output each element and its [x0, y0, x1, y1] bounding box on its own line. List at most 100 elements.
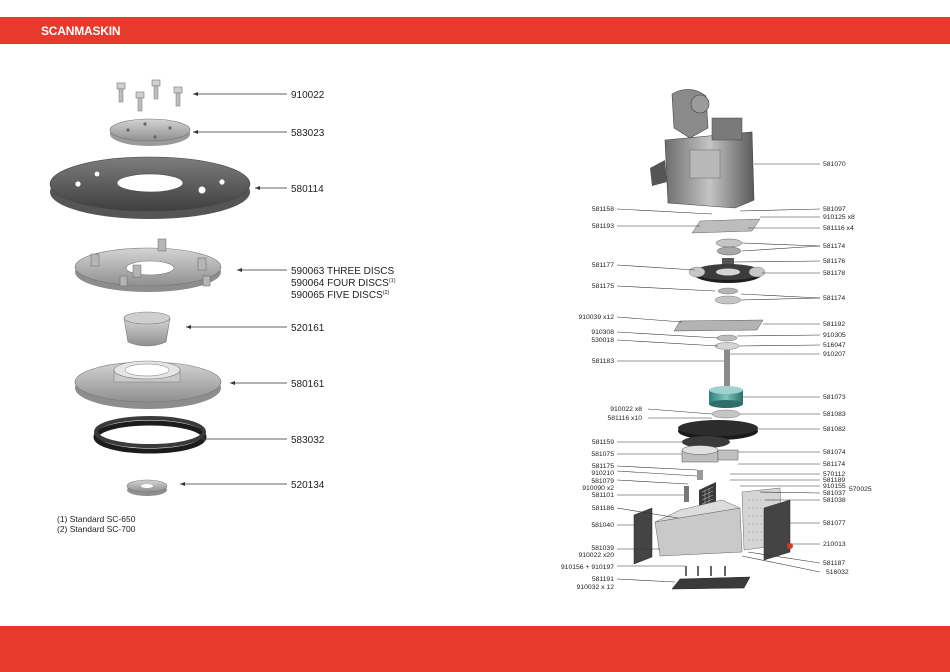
rubber-520161 — [123, 311, 171, 347]
part-label: 581079 — [591, 478, 614, 485]
part-label: 910155 — [823, 483, 846, 490]
plate-583023 — [109, 118, 191, 146]
motor-581070 — [650, 89, 755, 209]
ring-516047 — [714, 342, 740, 350]
disc-holder-590063 — [74, 238, 222, 292]
part-label: 581189 — [823, 477, 845, 484]
part-label: 581070 — [823, 161, 846, 168]
part-label: 910207 — [823, 351, 846, 358]
brand-logo: SCANMASKIN — [41, 24, 121, 38]
footnote-2: (2) Standard SC-700 — [57, 524, 136, 534]
part-label: 910032 x 12 — [577, 584, 615, 591]
gear-581178 — [688, 264, 766, 283]
part-581101 — [684, 486, 689, 502]
part-label: 581074 — [823, 449, 846, 456]
seal-910305 — [716, 334, 738, 342]
part-label: 910125 x8 — [823, 214, 855, 221]
part-label: 910090 x2 — [582, 485, 614, 492]
bearing-581174 — [715, 238, 743, 248]
plate-581083 — [711, 409, 741, 419]
part-label: 910039 x12 — [578, 314, 614, 321]
part-label: 581073 — [823, 394, 846, 401]
part-label: 581192 — [823, 321, 845, 328]
part-label: 581039 — [591, 545, 614, 552]
part-label: 590063 THREE DISCS — [291, 266, 395, 277]
part-label: 581175 — [592, 463, 614, 470]
gear-581075 — [681, 445, 739, 463]
disc-580114 — [49, 156, 251, 219]
part-label: 581191 — [592, 576, 614, 583]
bearing-581174b — [716, 246, 742, 256]
part-label: 581174 — [823, 295, 845, 302]
part-label: 910156 + 910197 — [561, 564, 614, 571]
part-label: 516032 — [826, 569, 849, 576]
part-label: 520134 — [291, 480, 325, 491]
part-label: 910022 x8 — [610, 406, 642, 413]
panel-581077 — [763, 499, 791, 561]
switch-210013 — [787, 543, 793, 549]
part-label: 581175 — [592, 283, 614, 290]
part-label: 581116 x10 — [607, 415, 642, 422]
part-label: 581038 — [823, 497, 846, 504]
part-label: 580161 — [291, 379, 325, 390]
header-bar: SCANMASKIN — [0, 17, 950, 44]
part-label: 581178 — [823, 270, 845, 277]
part-label: 910305 — [823, 332, 846, 339]
part-label: 583032 — [291, 435, 325, 446]
part-label: 580114 — [291, 184, 324, 195]
part-label: 581176 — [823, 258, 845, 265]
part-label: 210013 — [823, 541, 846, 548]
right-leaders-right — [730, 163, 821, 573]
part-label: 581193 — [592, 223, 614, 230]
part-label: 581101 — [592, 492, 614, 499]
part-label: 581116 x4 — [823, 225, 854, 232]
part-label: 910308 — [591, 329, 614, 336]
part-label: 910022 x20 — [578, 552, 614, 559]
part-label: 581158 — [592, 206, 614, 213]
seal-ring-583032 — [93, 416, 207, 454]
part-label: 581174 — [823, 243, 845, 250]
part-label: 910022 — [291, 90, 325, 101]
panel-581040 — [633, 507, 653, 565]
part-label: 581040 — [591, 522, 614, 529]
part-label: 570112 — [823, 471, 845, 478]
bolts-910022 — [116, 79, 183, 112]
shaft-581183 — [724, 350, 730, 386]
ring-581159 — [682, 436, 730, 448]
plate-581192 — [673, 319, 764, 332]
part-label: 530018 — [591, 337, 614, 344]
part-label: 581077 — [823, 520, 846, 527]
screws-910156 — [685, 566, 726, 576]
bearing-581175 — [717, 287, 739, 295]
part-label: 516047 — [823, 342, 846, 349]
footer-bar — [0, 626, 950, 672]
part-label: 583023 — [291, 128, 325, 139]
part-label: 581082 — [823, 426, 846, 433]
part-label: 581075 — [591, 451, 614, 458]
bearing-581174c — [714, 295, 742, 305]
part-label: 581174 — [823, 461, 845, 468]
footnote-1: (1) Standard SC-650 — [57, 514, 136, 524]
washer-520134 — [126, 479, 168, 496]
housing — [654, 487, 783, 557]
plate-581193 — [691, 218, 761, 234]
rotor-581073 — [709, 386, 743, 408]
part-label: 581159 — [592, 439, 614, 446]
part-label: 581183 — [592, 358, 614, 365]
part-label: 590065 FIVE DISCS(2) — [291, 290, 390, 301]
part-label: 581186 — [592, 505, 614, 512]
left-leaders — [180, 92, 287, 486]
ring-581082 — [678, 420, 758, 440]
base-plate-581191 — [671, 576, 751, 590]
shaft-581176 — [722, 258, 734, 268]
part-label: 581097 — [823, 206, 846, 213]
flange-580161 — [74, 360, 222, 409]
part-label: 581037 — [823, 490, 846, 497]
part-label: 581083 — [823, 411, 846, 418]
part-label: 581177 — [592, 262, 614, 269]
right-leaders-left — [616, 208, 724, 583]
part-label: 520161 — [291, 323, 325, 334]
part-label: 910210 — [591, 470, 614, 477]
part-label: 570025 — [849, 486, 872, 493]
